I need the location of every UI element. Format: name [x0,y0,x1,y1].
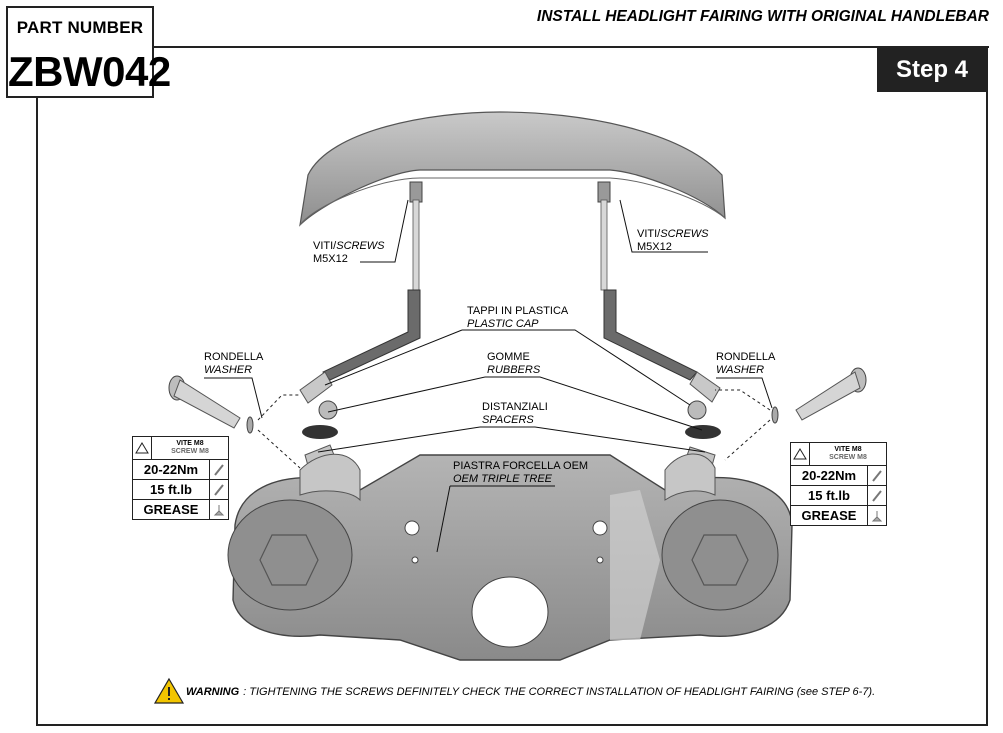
warning-prefix: WARNING [186,686,240,698]
step-badge: Step 4 [877,48,987,92]
left-bracket [299,181,423,404]
torque-wrench-icon [209,460,228,479]
warning-triangle-icon [133,437,152,459]
label-screws-right: VITI/SCREWS M5X12 [637,228,709,253]
grease-left: GREASE [143,502,199,517]
grease-icon [867,506,886,525]
instruction-title: INSTALL HEADLIGHT FAIRING WITH ORIGINAL … [536,8,989,25]
torque-wrench-icon [209,480,228,499]
warning-text: : TIGHTENING THE SCREWS DEFINITELY CHECK… [243,686,876,698]
oem-triple-tree [227,453,793,661]
right-screw-m8 [771,367,867,424]
warning-triangle-icon [153,677,185,704]
warning-note: WARNING: TIGHTENING THE SCREWS DEFINITEL… [186,686,875,698]
part-number-value: ZBW042 [8,48,171,95]
left-screw-m8 [168,375,254,434]
torque-wrench-icon [867,466,886,485]
label-screws-left: VITI/SCREWS M5X12 [313,240,385,265]
headlight-fairing [299,111,726,227]
torque-wrench-icon [867,486,886,505]
right-bracket [597,181,721,403]
part-number-label: PART NUMBER [16,18,144,37]
grease-right: GREASE [801,508,857,523]
part-number-box: PART NUMBER ZBW042 [6,6,171,98]
torque-nm-right: 20-22Nm [801,468,857,483]
leader-lines [204,199,773,553]
torque-nm-left: 20-22Nm [143,462,199,477]
warning-triangle-icon [791,443,810,465]
grease-icon [209,500,228,519]
torque-ftlb-right: 15 ft.lb [808,488,850,503]
header-rule [152,46,989,48]
torque-ftlb-left: 15 ft.lb [150,482,192,497]
